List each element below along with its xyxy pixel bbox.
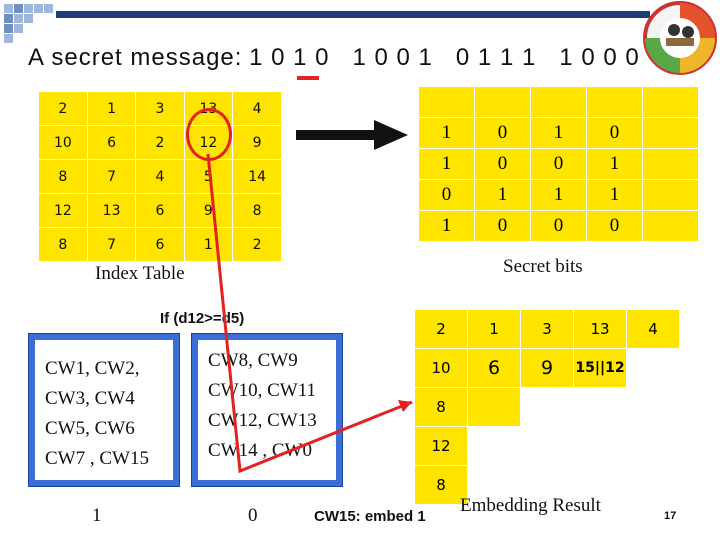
cw-line: CW7 , CW15	[45, 448, 149, 469]
index-cell: 12	[38, 193, 88, 228]
result-label: Embedding Result	[460, 495, 601, 516]
result-cell	[626, 465, 680, 505]
index-cell: 2	[135, 125, 185, 160]
result-cell: 15||12	[573, 348, 627, 388]
result-cell	[573, 465, 627, 505]
bit-cell	[642, 117, 699, 149]
cw-group-1-caption: 1	[92, 505, 102, 526]
bit-cell: 1	[418, 117, 475, 149]
index-table-label: Index Table	[95, 263, 185, 284]
index-cell: 8	[232, 193, 282, 228]
index-cell: 6	[135, 227, 185, 262]
bit-cell: 0	[530, 210, 587, 242]
cw-group-0-caption: 0	[248, 505, 258, 526]
index-cell: 6	[86, 125, 137, 160]
title-bits: 1 0 1 0 1 0 0 1 0 1 1 1 1 0 0 0	[249, 44, 640, 71]
result-cell	[467, 426, 521, 466]
title-label: A secret message:	[28, 44, 243, 71]
cw-line: CW3, CW4	[45, 388, 135, 409]
page-number: 17	[664, 510, 677, 522]
index-cell: 1	[86, 91, 137, 126]
index-table: 2 1 3 13 4 10 6 2 12 9 8 7 4 5 14 12 13 …	[38, 91, 282, 262]
result-cell: 8	[414, 387, 468, 427]
header-bar	[56, 11, 650, 18]
result-cell: 4	[626, 309, 680, 349]
bit-cell: 1	[418, 210, 475, 242]
cw-line: CW10, CW11	[208, 380, 317, 401]
bit-cell: 0	[586, 117, 643, 149]
index-cell: 2	[38, 91, 88, 126]
result-cell	[626, 426, 680, 466]
bit-cell: 1	[418, 148, 475, 180]
result-table: 2 1 3 13 4 10 6 9 15||12 8 12 8	[414, 309, 680, 505]
result-cell	[467, 387, 521, 427]
bit-cell	[474, 86, 531, 118]
result-cell: 8	[414, 465, 468, 505]
cw-line: CW1, CW2,	[45, 358, 140, 379]
bit-cell: 0	[474, 210, 531, 242]
bit-cell: 0	[474, 148, 531, 180]
bit-cell: 0	[474, 117, 531, 149]
cw-group-0-box: CW8, CW9 CW10, CW11 CW12, CW13 CW14 , CW…	[191, 333, 343, 487]
bit-cell: 0	[586, 210, 643, 242]
secret-bits-table: 1 0 1 0 1 0 0 1 0 1 1 1 1 0 0 0	[418, 86, 699, 242]
secret-bits-label: Secret bits	[503, 256, 583, 277]
bit-cell	[642, 210, 699, 242]
logo-icon	[642, 0, 718, 76]
result-cell	[467, 465, 521, 505]
index-cell: 2	[232, 227, 282, 262]
result-cell: 3	[520, 309, 574, 349]
arrow-right-icon	[296, 120, 408, 150]
index-cell: 8	[38, 227, 88, 262]
result-cell: 13	[573, 309, 627, 349]
result-cell	[520, 465, 574, 505]
cw-line: CW5, CW6	[45, 418, 135, 439]
embed-note: CW15: embed 1	[314, 508, 426, 525]
highlight-underline	[297, 76, 319, 80]
bit-cell: 1	[474, 179, 531, 211]
bit-cell: 1	[586, 179, 643, 211]
index-cell: 7	[86, 227, 137, 262]
result-cell	[626, 387, 680, 427]
index-cell: 5	[183, 159, 234, 194]
bit-cell	[642, 86, 699, 118]
result-cell: 12	[414, 426, 468, 466]
result-cell: 9	[520, 348, 574, 388]
cw-group-1-list: CW1, CW2, CW3, CW4 CW5, CW6 CW7 , CW15	[45, 354, 149, 474]
index-cell: 4	[135, 159, 185, 194]
cw-group-1-box: CW1, CW2, CW3, CW4 CW5, CW6 CW7 , CW15	[28, 333, 180, 487]
bit-cell	[586, 86, 643, 118]
page-title: A secret message: 1 0 1 0 1 0 0 1 0 1 1 …	[28, 44, 640, 72]
result-cell	[626, 348, 680, 388]
bit-cell: 1	[530, 179, 587, 211]
cw-line: CW14 , CW0	[208, 440, 312, 461]
result-cell	[573, 426, 627, 466]
bit-cell	[530, 86, 587, 118]
bit-cell: 0	[418, 179, 475, 211]
index-cell: 7	[86, 159, 137, 194]
